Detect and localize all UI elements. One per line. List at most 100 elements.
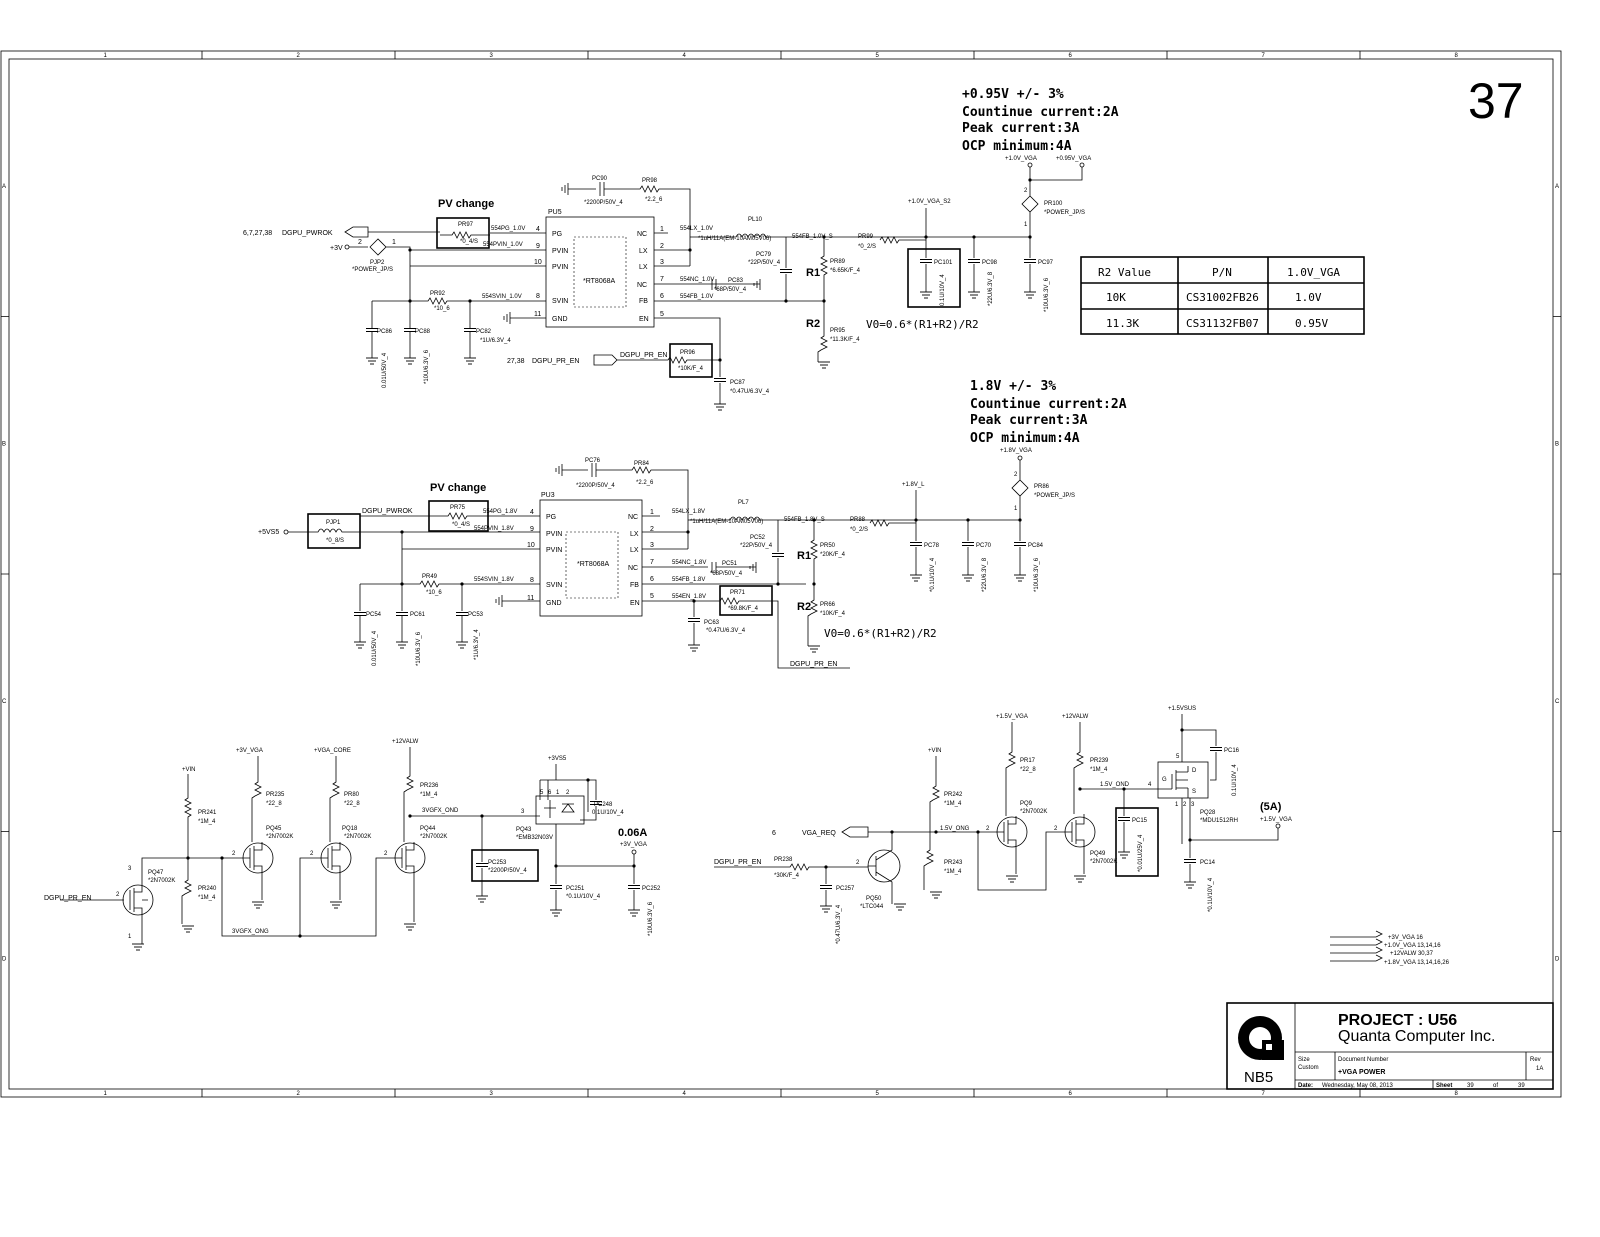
svg-text:*2N7002K: *2N7002K (1090, 859, 1117, 865)
svg-text:+12VALW 30,37: +12VALW 30,37 (1390, 951, 1434, 957)
svg-text:PQ47: PQ47 (148, 870, 164, 876)
svg-text:NC: NC (628, 565, 638, 572)
svg-text:PR240: PR240 (198, 886, 217, 892)
svg-text:1A: 1A (1536, 1066, 1543, 1072)
svg-text:*1U/6.3V_4: *1U/6.3V_4 (480, 338, 511, 344)
svg-text:PC61: PC61 (410, 612, 426, 618)
title-block: NB5 PROJECT : U56 Quanta Computer Inc. S… (1226, 1002, 1554, 1090)
svg-text:1.0V_VGA: 1.0V_VGA (1287, 266, 1340, 279)
svg-text:1: 1 (1014, 506, 1018, 512)
svg-text:Sheet: Sheet (1436, 1083, 1452, 1089)
svg-text:*2.2_6: *2.2_6 (645, 197, 663, 203)
svg-text:1: 1 (556, 790, 560, 796)
svg-text:LX: LX (630, 531, 639, 538)
svg-text:*0.1U/10V_4: *0.1U/10V_4 (566, 894, 601, 900)
svg-text:Rev: Rev (1530, 1057, 1541, 1063)
svg-text:CS31132FB07: CS31132FB07 (1186, 317, 1259, 330)
svg-text:8: 8 (536, 293, 540, 300)
svg-text:*22U/6.3V_8: *22U/6.3V_8 (988, 271, 994, 306)
svg-text:R1: R1 (797, 550, 811, 562)
svg-text:9: 9 (536, 243, 540, 250)
svg-text:2: 2 (650, 526, 654, 533)
svg-text:Size: Size (1298, 1057, 1310, 1063)
svg-text:7: 7 (650, 559, 654, 566)
svg-text:PJP1: PJP1 (326, 520, 341, 526)
svg-text:*0.47U/6.3V_4: *0.47U/6.3V_4 (730, 389, 770, 395)
regulator-1: +0.95V +/- 3% Countinue current:2A Peak … (243, 87, 1119, 411)
svg-text:*10U/6.3V_6: *10U/6.3V_6 (424, 349, 430, 384)
svg-text:2: 2 (116, 892, 120, 898)
svg-text:PR84: PR84 (634, 461, 650, 467)
svg-text:554PG_1.0V: 554PG_1.0V (491, 226, 525, 232)
svg-text:*POWER_JP/S: *POWER_JP/S (1044, 210, 1085, 216)
svg-text:DGPU_PR_EN: DGPU_PR_EN (532, 358, 579, 365)
svg-text:PC15: PC15 (1132, 818, 1148, 824)
svg-text:*10U/6.3V_6: *10U/6.3V_6 (648, 901, 654, 936)
svg-text:PV change: PV change (430, 482, 486, 494)
svg-text:+1.5VSUS: +1.5VSUS (1168, 706, 1196, 712)
svg-text:*1M_4: *1M_4 (198, 819, 216, 825)
pjp1-highlight-box (307, 513, 361, 549)
svg-text:*22P/50V_4: *22P/50V_4 (740, 543, 773, 549)
svg-text:S: S (1192, 789, 1196, 795)
sheet-page-number: 37 (1468, 73, 1524, 129)
border-column-label: 8 (1455, 53, 1459, 59)
svg-text:PC14: PC14 (1200, 860, 1216, 866)
svg-text:Date:: Date: (1298, 1083, 1313, 1089)
svg-text:V0=0.6*(R1+R2)/R2: V0=0.6*(R1+R2)/R2 (824, 627, 937, 640)
svg-text:+VGA_CORE: +VGA_CORE (314, 748, 351, 754)
border-column-label: 1 (104, 53, 108, 59)
svg-text:LX: LX (639, 264, 648, 271)
svg-text:*22_8: *22_8 (266, 801, 282, 807)
svg-text:R2 Value: R2 Value (1098, 266, 1151, 279)
svg-text:5: 5 (540, 790, 544, 796)
svg-text:PR86: PR86 (1034, 484, 1050, 490)
svg-text:4: 4 (530, 509, 534, 516)
svg-text:1.5V_OND: 1.5V_OND (1100, 782, 1130, 788)
svg-text:*MDU1512RH: *MDU1512RH (1200, 818, 1238, 824)
reg2-spec: 1.8V +/- 3% Countinue current:2A Peak cu… (970, 379, 1127, 446)
svg-text:11: 11 (527, 595, 534, 602)
svg-text:PR75: PR75 (450, 505, 466, 511)
svg-text:PQ18: PQ18 (342, 826, 358, 832)
svg-text:PR89: PR89 (830, 259, 846, 265)
svg-text:4: 4 (536, 226, 540, 233)
svg-text:2: 2 (1183, 802, 1187, 808)
svg-text:*22_8: *22_8 (344, 801, 360, 807)
svg-text:1: 1 (660, 226, 664, 233)
svg-text:+1.8V_L: +1.8V_L (902, 482, 925, 488)
svg-text:FB: FB (639, 298, 648, 305)
svg-text:554NC_1.0V: 554NC_1.0V (680, 277, 714, 283)
svg-text:PR241: PR241 (198, 810, 217, 816)
svg-text:FB: FB (630, 582, 639, 589)
company-name: Quanta Computer Inc. (1338, 1028, 1495, 1045)
svg-text:PU3: PU3 (541, 492, 555, 499)
svg-text:VGA_REQ: VGA_REQ (802, 830, 836, 837)
svg-text:G: G (1162, 777, 1167, 783)
svg-text:39: 39 (1518, 1083, 1525, 1089)
project-title: PROJECT : U56 (1338, 1012, 1457, 1029)
svg-text:PVIN: PVIN (552, 248, 568, 255)
svg-text:*2N7002K: *2N7002K (1020, 809, 1047, 815)
svg-text:EN: EN (639, 316, 649, 323)
svg-text:*RT8068A: *RT8068A (583, 278, 616, 285)
svg-text:PC70: PC70 (976, 543, 992, 549)
svg-text:Countinue current:2A: Countinue current:2A (962, 105, 1119, 120)
svg-text:11: 11 (534, 311, 541, 318)
svg-text:0.01U/50V_4: 0.01U/50V_4 (372, 630, 378, 666)
svg-text:2: 2 (566, 790, 570, 796)
svg-text:PR96: PR96 (680, 350, 696, 356)
svg-text:*2N7002K: *2N7002K (420, 834, 447, 840)
svg-text:+1.8V_VGA: +1.8V_VGA (1000, 448, 1032, 454)
svg-text:554LX_1.0V: 554LX_1.0V (680, 226, 713, 232)
svg-text:PC79: PC79 (756, 252, 772, 258)
svg-text:Countinue current:2A: Countinue current:2A (970, 397, 1127, 412)
svg-text:*10K/F_4: *10K/F_4 (678, 366, 704, 372)
svg-text:(5A): (5A) (1260, 801, 1282, 813)
svg-text:11.3K: 11.3K (1106, 317, 1139, 330)
svg-text:*2N7002K: *2N7002K (266, 834, 293, 840)
svg-text:OCP minimum:4A: OCP minimum:4A (962, 139, 1072, 154)
svg-text:DGPU_PR_EN: DGPU_PR_EN (44, 895, 91, 902)
svg-text:*68P/50V_4: *68P/50V_4 (714, 287, 747, 293)
border-column-label: 4 (683, 1091, 687, 1097)
